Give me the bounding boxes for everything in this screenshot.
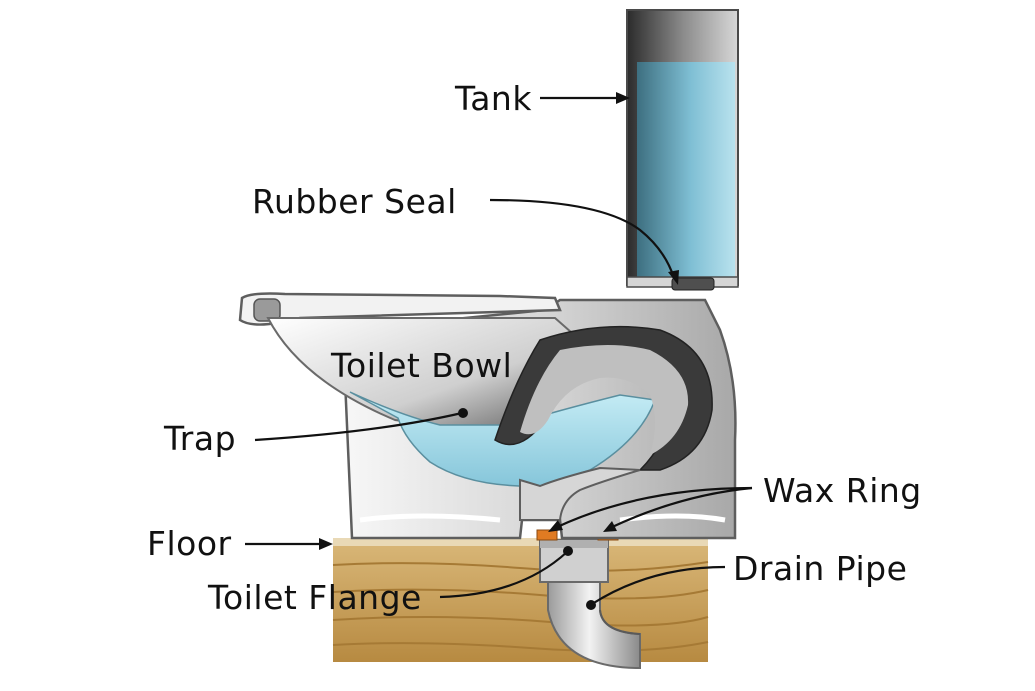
floor-block <box>332 538 709 662</box>
dot-drain-pipe <box>586 600 596 610</box>
leader-drain-pipe <box>591 565 726 605</box>
label-floor: Floor <box>147 524 232 563</box>
arrowhead-wax-ring-left <box>548 520 563 532</box>
dot-toilet-flange <box>563 546 573 556</box>
leader-trap <box>254 411 463 442</box>
leader-wax-ring-left <box>554 486 753 529</box>
label-trap: Trap <box>163 419 236 458</box>
label-toilet-bowl: Toilet Bowl <box>330 346 512 385</box>
leader-wax-ring-right <box>609 486 753 529</box>
label-wax-ring: Wax Ring <box>763 471 922 510</box>
rubber-seal-shape <box>671 277 715 291</box>
arrowhead-rubber-seal <box>668 270 679 285</box>
leader-rubber-seal <box>489 198 676 279</box>
leader-toilet-flange <box>439 551 568 599</box>
label-tank: Tank <box>454 79 532 118</box>
toilet-body-shape <box>238 292 737 540</box>
arrowhead-tank <box>616 92 630 104</box>
arrowhead-wax-ring-right <box>603 521 617 532</box>
dot-trap <box>458 408 468 418</box>
toilet-flange-shape <box>539 539 609 583</box>
label-drain-pipe: Drain Pipe <box>733 549 907 588</box>
label-rubber-seal: Rubber Seal <box>252 182 457 221</box>
label-toilet-flange: Toilet Flange <box>207 578 422 617</box>
arrowhead-floor <box>319 538 333 550</box>
tank-shape <box>626 9 739 288</box>
